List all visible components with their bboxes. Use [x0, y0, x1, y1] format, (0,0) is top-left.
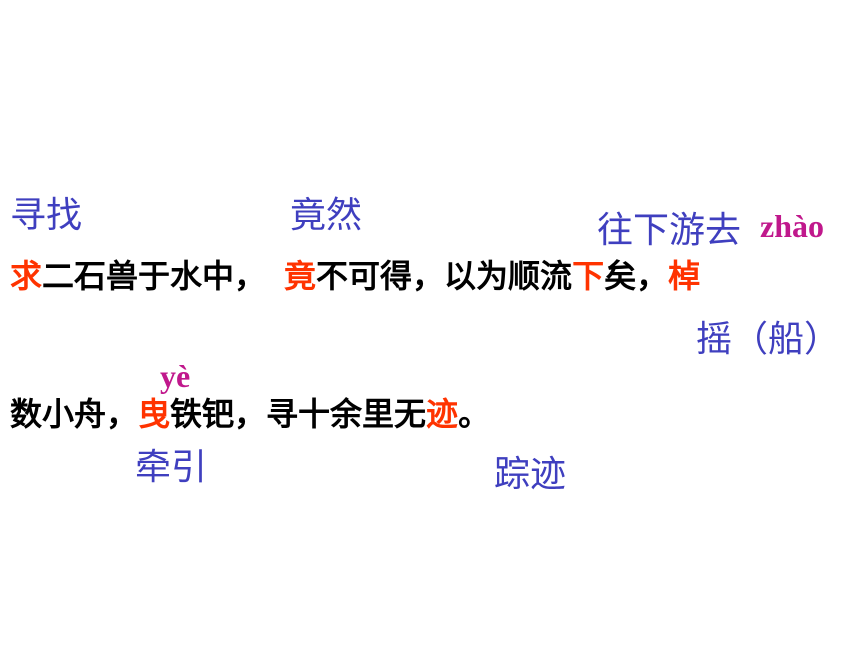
highlight-jing: 竟 [284, 257, 317, 295]
text-segment: 二石兽于水中， [42, 257, 267, 295]
text-segment: 不可得，以为顺流 [316, 257, 573, 295]
text-line-2: 数小舟，曳铁钯，寻十余里无迹。 [10, 398, 490, 430]
text-line-1: 求二石兽于水中， 竟不可得，以为顺流下矣，棹 [10, 260, 700, 292]
gloss-yao-chuan: 摇（船） [696, 319, 841, 360]
highlight-qiu: 求 [10, 257, 43, 295]
text-segment: 铁钯，寻十余里无 [170, 395, 427, 433]
highlight-ji: 迹 [426, 395, 459, 433]
gloss-qianyin: 牵引 [135, 447, 208, 488]
text-segment: 数小舟， [10, 395, 139, 433]
pinyin-ye: yè [160, 358, 191, 394]
highlight-zhao: 棹 [668, 257, 701, 295]
gloss-wangxiayouqu: 往下游去 [597, 210, 742, 251]
highlight-ye: 曳 [138, 395, 171, 433]
text-segment: 矣， [604, 257, 669, 295]
gloss-jingran: 竟然 [290, 195, 363, 236]
text-segment: 。 [458, 395, 491, 433]
gloss-zongji: 踪迹 [494, 454, 567, 495]
highlight-xia: 下 [572, 257, 605, 295]
pinyin-zhao: zhào [760, 208, 824, 244]
gloss-xunzhao: 寻找 [10, 195, 83, 236]
